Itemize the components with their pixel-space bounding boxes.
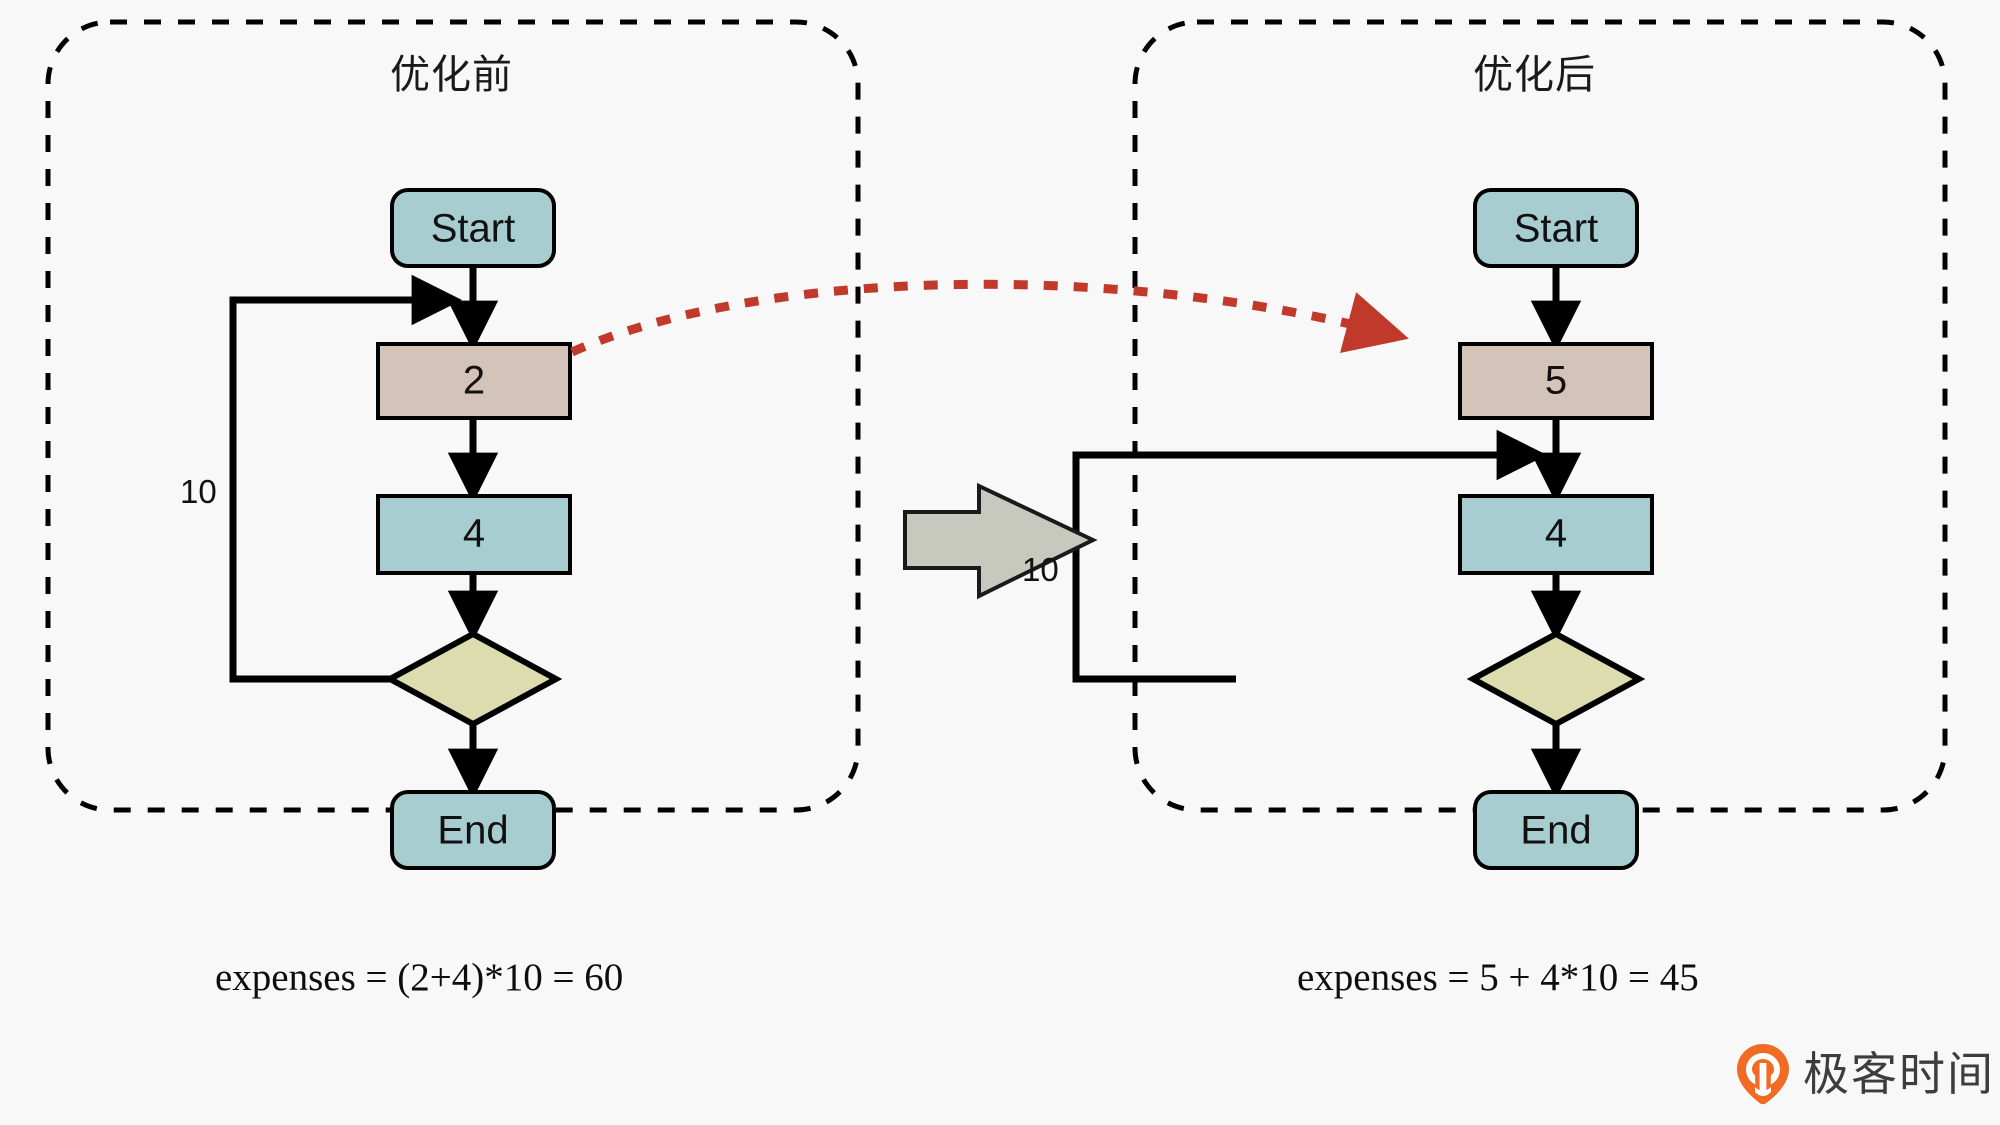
node-decision-before[interactable] — [383, 630, 563, 728]
brand-name: 极客时间 — [1803, 1047, 1995, 1101]
node-cost5-after-label: 5 — [1545, 359, 1567, 403]
node-cost4-before[interactable] — [376, 494, 572, 575]
loop-count-label-after: 10 — [1022, 551, 1059, 588]
node-end-after-label: End — [1520, 809, 1591, 853]
node-start-before[interactable] — [390, 188, 556, 268]
node-cost4-after[interactable] — [1458, 494, 1654, 575]
node-end-after[interactable] — [1473, 790, 1639, 870]
node-end-before-label: End — [437, 809, 508, 853]
node-start-before-label: Start — [431, 207, 515, 251]
node-cost2-before[interactable] — [376, 342, 572, 420]
edge-loopback-before — [229, 274, 463, 683]
transition-block-arrow — [903, 482, 1098, 600]
loop-count-label-before: 10 — [180, 473, 217, 510]
node-cost4-before-label: 4 — [463, 512, 485, 556]
brand-logo: 极客时间 — [1735, 1043, 1995, 1105]
node-start-after[interactable] — [1473, 188, 1639, 268]
node-cost2-before-label: 2 — [463, 359, 485, 403]
node-end-before[interactable] — [390, 790, 556, 870]
panel-after-title: 优化后 — [1473, 53, 1596, 97]
panel-before-title: 优化前 — [390, 53, 513, 97]
formula-before: expenses = (2+4)*10 = 60 — [215, 956, 624, 999]
panel-after-border — [1132, 19, 1948, 813]
hoist-red-dotted-arrow — [570, 279, 1409, 357]
node-cost5-after[interactable] — [1458, 342, 1654, 420]
node-decision-after[interactable] — [1466, 630, 1646, 728]
geektime-pin-icon — [1735, 1043, 1791, 1105]
panel-before-border — [45, 19, 861, 813]
formula-after: expenses = 5 + 4*10 = 45 — [1297, 956, 1699, 999]
node-start-after-label: Start — [1514, 207, 1598, 251]
node-cost4-after-label: 4 — [1545, 512, 1567, 556]
edge-loopback-after — [1072, 429, 1548, 683]
